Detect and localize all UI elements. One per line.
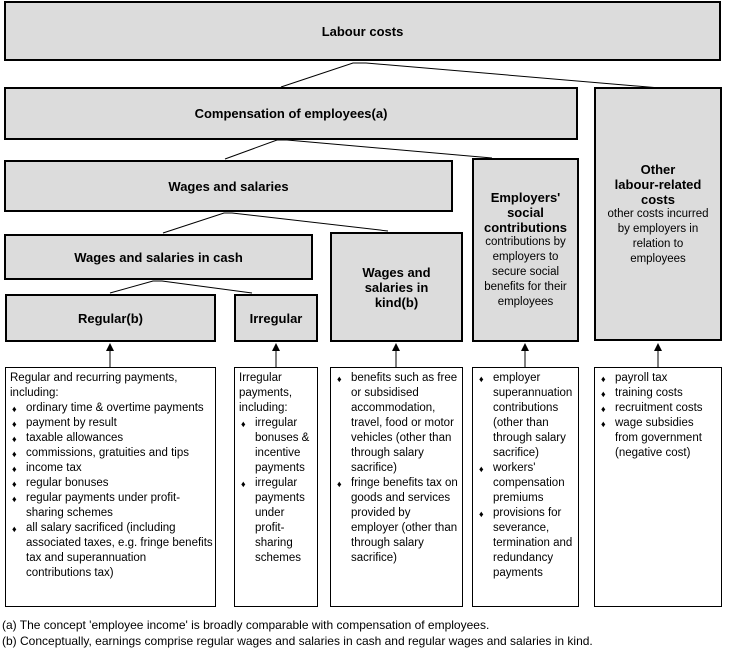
list-item-text: ordinary time & overtime payments [26, 402, 204, 414]
list-item-text: regular payments under profit-sharing sc… [26, 492, 181, 519]
list-item-text: taxable allowances [26, 432, 124, 444]
detail-employers-social-contributions: ♦ employer superannuation contributions (… [472, 367, 579, 607]
node-description: contributions by employers to secure soc… [484, 236, 567, 308]
list-item-text: payroll tax [615, 372, 668, 384]
list-item-text: provisions for severance, termination an… [493, 507, 573, 579]
list-item-text: all salary sacrificed (including associa… [26, 522, 213, 579]
list-item-text: irregular payments under profit-sharing … [255, 477, 305, 564]
list-item: ♦ regular payments under profit-sharing s… [10, 491, 213, 521]
list-item-text: payment by result [26, 417, 117, 429]
list-item-text: employer superannuation contributions (o… [493, 372, 573, 459]
diamond-bullet-icon: ♦ [479, 374, 484, 384]
detail-intro: Regular and recurring payments, includin… [10, 372, 178, 399]
list-item: ♦ taxable allowances [10, 431, 213, 446]
list-item: ♦ ordinary time & overtime payments [10, 401, 213, 416]
footnote-b: (b) Conceptually, earnings comprise regu… [2, 634, 593, 648]
diamond-bullet-icon: ♦ [12, 419, 17, 429]
diamond-bullet-icon: ♦ [12, 494, 17, 504]
list-item: ♦ fringe benefits tax on goods and servic… [335, 476, 460, 566]
arrow-up-icon [272, 343, 280, 368]
arrow-up-icon [106, 343, 114, 368]
node-description: other costs incurred by employers in rel… [607, 207, 709, 265]
node-wages-and-salaries-in-cash: Wages and salaries in cash [4, 234, 313, 280]
node-title: Employers' social contributions [483, 190, 568, 235]
detail-intro: Irregular payments, including: [239, 372, 293, 414]
node-regular: Regular(b) [5, 294, 216, 342]
detail-other-labour-costs: ♦ payroll tax ♦ training costs ♦ recruitmen… [594, 367, 722, 607]
list-item: ♦ income tax [10, 461, 213, 476]
list-item: ♦ payment by result [10, 416, 213, 431]
node-employers-social-contributions: Employers' social contributions contribu… [472, 158, 579, 342]
diamond-bullet-icon: ♦ [12, 464, 17, 474]
list-item-text: commissions, gratuities and tips [26, 447, 189, 459]
arrow-up-icon [392, 343, 400, 368]
diamond-bullet-icon: ♦ [601, 374, 606, 384]
footnote-a: (a) The concept 'employee income' is bro… [2, 618, 490, 632]
list-item: ♦ wage subsidies from government (negativ… [599, 416, 719, 461]
node-compensation-of-employees: Compensation of employees(a) [4, 87, 578, 140]
list-item-text: income tax [26, 462, 82, 474]
diamond-bullet-icon: ♦ [601, 389, 606, 399]
node-label: Compensation of employees(a) [194, 106, 388, 121]
node-title: Other labour-related costs [614, 161, 702, 207]
diamond-bullet-icon: ♦ [12, 434, 17, 444]
arrow-up-icon [654, 343, 662, 368]
list-item-text: recruitment costs [615, 402, 703, 414]
diamond-bullet-icon: ♦ [337, 479, 342, 489]
list-item: ♦ irregular payments under profit-sharing… [239, 476, 315, 566]
node-label: Wages and salaries [168, 178, 289, 194]
node-wages-and-salaries-in-kind: Wages and salaries in kind(b) [330, 232, 463, 342]
list-item-text: wage subsidies from government (negative… [615, 417, 702, 459]
fan-wages-to-children [162, 212, 389, 234]
list-item: ♦ workers' compensation premiums [477, 461, 576, 506]
list-item-text: regular bonuses [26, 477, 109, 489]
diamond-bullet-icon: ♦ [12, 449, 17, 459]
node-label: Wages and salaries in kind(b) [362, 264, 431, 310]
diamond-bullet-icon: ♦ [479, 464, 484, 474]
list-item: ♦ employer superannuation contributions (… [477, 371, 576, 461]
list-item: ♦ payroll tax [599, 371, 719, 386]
node-irregular: Irregular [234, 294, 318, 342]
node-label: Regular(b) [78, 310, 143, 326]
fan-compensation-to-children [224, 139, 493, 160]
list-item: ♦ all salary sacrificed (including associ… [10, 521, 213, 581]
detail-wages-in-kind: ♦ benefits such as free or subsidised acc… [330, 367, 463, 607]
list-item: ♦ training costs [599, 386, 719, 401]
detail-regular-payments: Regular and recurring payments, includin… [5, 367, 216, 607]
list-item-text: workers' compensation premiums [493, 462, 565, 504]
detail-irregular-payments: Irregular payments, including: ♦ irregula… [234, 367, 318, 607]
list-item: ♦ recruitment costs [599, 401, 719, 416]
node-other-labour-related-costs: Other labour-related costs other costs i… [594, 87, 722, 341]
list-item-text: irregular bonuses & incentive payments [255, 417, 310, 474]
list-item-text: benefits such as free or subsidised acco… [351, 372, 458, 474]
diamond-bullet-icon: ♦ [12, 404, 17, 414]
fan-labour-to-children [280, 62, 661, 89]
diamond-bullet-icon: ♦ [601, 404, 606, 414]
node-labour-costs: Labour costs [4, 1, 721, 61]
list-item: ♦ benefits such as free or subsidised acc… [335, 371, 460, 476]
list-item: ♦ irregular bonuses & incentive payments [239, 416, 315, 476]
diamond-bullet-icon: ♦ [601, 419, 606, 429]
node-label: Labour costs [321, 23, 404, 39]
list-item-text: fringe benefits tax on goods and service… [351, 477, 458, 564]
list-item: ♦ regular bonuses [10, 476, 213, 491]
diamond-bullet-icon: ♦ [12, 524, 17, 534]
node-label: Wages and salaries in cash [74, 249, 243, 265]
list-item: ♦ provisions for severance, termination a… [477, 506, 576, 581]
list-item: ♦ commissions, gratuities and tips [10, 446, 213, 461]
node-wages-and-salaries: Wages and salaries [4, 160, 453, 212]
node-label: Irregular [249, 310, 303, 326]
arrow-up-icon [521, 343, 529, 368]
diamond-bullet-icon: ♦ [241, 419, 246, 429]
diamond-bullet-icon: ♦ [337, 374, 342, 384]
diamond-bullet-icon: ♦ [12, 479, 17, 489]
diamond-bullet-icon: ♦ [479, 509, 484, 519]
diamond-bullet-icon: ♦ [241, 479, 246, 489]
fan-cash-to-children [109, 280, 253, 294]
list-item-text: training costs [615, 387, 683, 399]
